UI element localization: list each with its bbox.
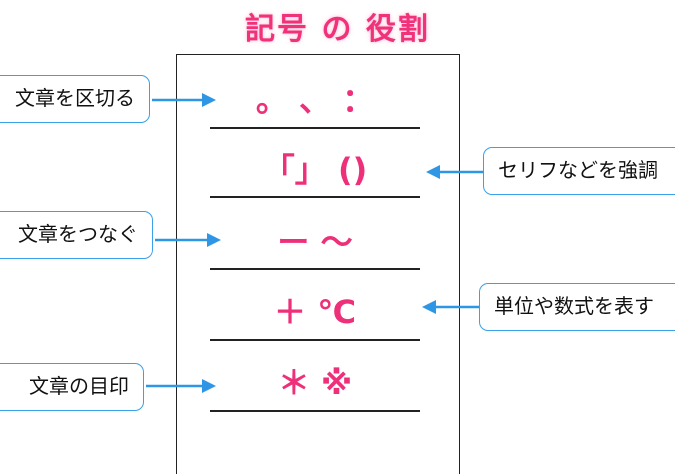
arrow-right-icon <box>155 233 221 247</box>
symbol-row-connectors: ー 〜 <box>277 223 353 261</box>
symbol-row-punctuation: 。 、 ： <box>255 81 375 119</box>
symbol-row-units: ＋ ℃ <box>274 293 356 331</box>
label-emphasize-dialogue: セリフなどを強調 <box>483 147 675 195</box>
arrow-left-icon <box>426 165 483 179</box>
row-underline <box>210 196 420 198</box>
symbol-row-marks: ＊ ※ <box>277 364 353 402</box>
arrow-right-icon <box>146 379 216 393</box>
label-units-formulas: 単位や数式を表す <box>479 283 675 331</box>
row-underline <box>210 127 420 129</box>
row-underline <box>210 410 420 412</box>
row-underline <box>210 268 420 270</box>
arrows <box>146 93 483 393</box>
label-connect-sentences: 文章をつなぐ <box>0 211 153 259</box>
arrow-right-icon <box>152 93 216 107</box>
diagram-title: 記号 の 役割 <box>245 12 430 47</box>
symbol-row-brackets: 「」 () <box>262 151 368 189</box>
arrow-left-icon <box>422 300 479 314</box>
row-underline <box>210 339 420 341</box>
symbol-panel <box>176 54 460 474</box>
label-sentence-marker: 文章の目印 <box>0 363 144 411</box>
label-separate-sentences: 文章を区切る <box>0 75 150 123</box>
